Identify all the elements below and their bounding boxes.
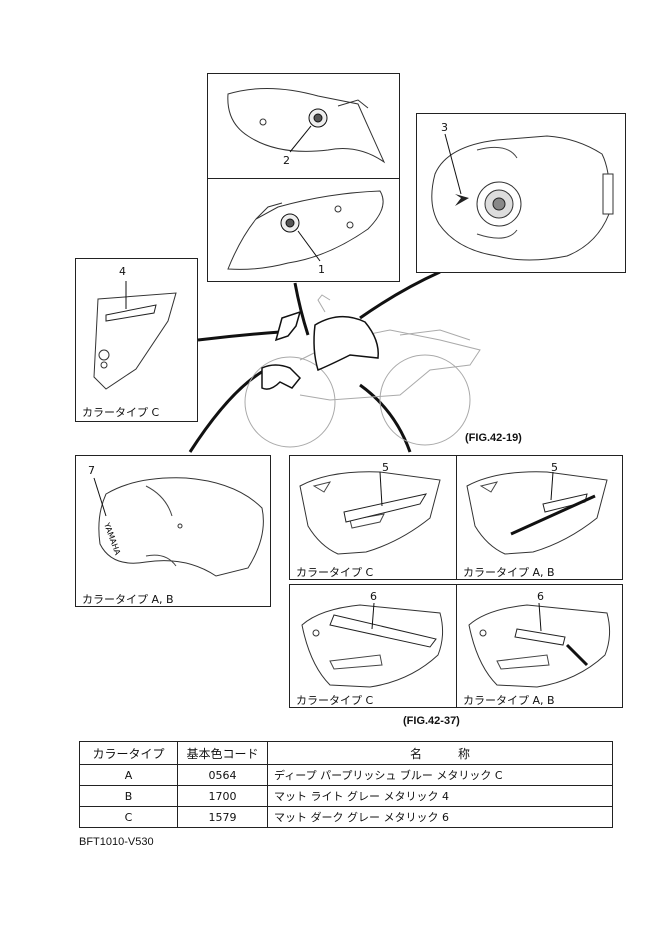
cell-code: 1700 [177,785,268,807]
panel-4-drawing [93,281,177,390]
side-cover-drawing [227,190,384,270]
shroud-drawing [299,471,441,555]
cell-name: ディープ パープリッシュ ブルー メタリック C [267,764,613,786]
panel-shroud-5-ab: 5 カラータイプ A, B [456,455,623,580]
fig-ref-top: (FIG.42-19) [465,432,522,444]
panel-fuel-tank-3: 3 [416,113,626,273]
front-fender-drawing: YAMAHA [93,477,264,577]
panel-shroud-6-c: 6 カラータイプ C [289,584,457,708]
color-type-table: カラータイプ 基本色コード 名 称 A 0564 ディープ パープリッシュ ブル… [79,741,613,828]
caption: カラータイプ C [82,406,160,419]
fig-ref-bottom: (FIG.42-37) [403,715,460,727]
panel-shroud-5-c: 5 カラータイプ C [289,455,457,580]
callout-5: 5 [382,461,389,474]
callout-2: 2 [283,154,290,167]
cell-code: 0564 [177,764,268,786]
panel-side-cover-1: 1 [207,178,400,282]
shroud-drawing [301,602,444,688]
callout-7: 7 [88,464,95,477]
callout-6: 6 [370,590,377,603]
panel-decal-4: 4 カラータイプ C [75,258,198,422]
callout-1: 1 [318,263,325,276]
cell-name: マット ダーク グレー メタリック 6 [267,806,613,828]
table-header-row: カラータイプ 基本色コード 名 称 [79,741,613,765]
side-cover-drawing [227,88,386,164]
shroud-drawing [466,471,608,555]
header-color-code: 基本色コード [177,741,268,765]
caption: カラータイプ C [296,694,374,707]
caption: カラータイプ A, B [82,593,174,606]
cell-type: B [79,785,178,807]
cell-type: C [79,806,178,828]
panel-front-fender-7: YAMAHA 7 カラータイプ A, B [75,455,271,607]
callout-3: 3 [441,121,448,134]
document-code: BFT1010-V530 [79,836,154,848]
table-row: C 1579 マット ダーク グレー メタリック 6 [79,806,613,828]
caption: カラータイプ C [296,566,374,579]
caption: カラータイプ A, B [463,566,555,579]
fuel-tank-drawing [431,133,614,261]
table-row: A 0564 ディープ パープリッシュ ブルー メタリック C [79,764,613,786]
panel-side-cover-2: 2 [207,73,400,179]
table-row: B 1700 マット ライト グレー メタリック 4 [79,785,613,807]
callout-4: 4 [119,265,126,278]
callout-5: 5 [551,461,558,474]
header-color-type: カラータイプ [79,741,178,765]
cell-code: 1579 [177,806,268,828]
shroud-drawing [468,602,611,688]
header-name: 名 称 [267,741,613,765]
callout-6: 6 [537,590,544,603]
panel-shroud-6-ab: 6 カラータイプ A, B [456,584,623,708]
caption: カラータイプ A, B [463,694,555,707]
cell-type: A [79,764,178,786]
cell-name: マット ライト グレー メタリック 4 [267,785,613,807]
